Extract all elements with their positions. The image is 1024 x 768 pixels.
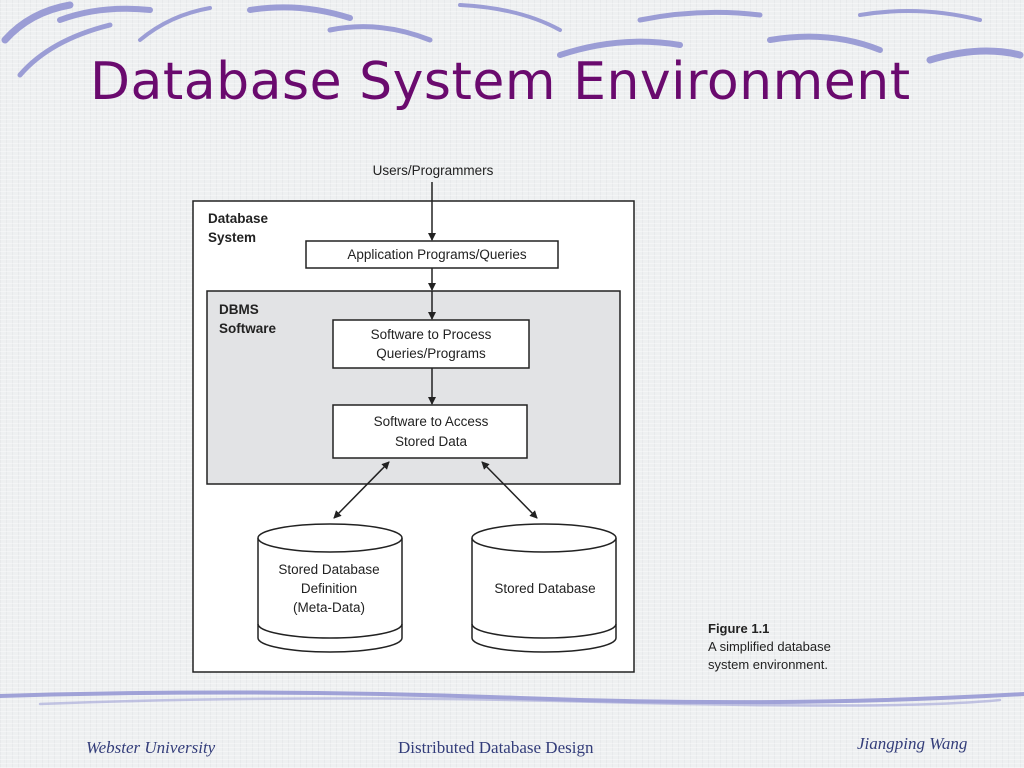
slide-title: Database System Environment (90, 52, 911, 112)
dbms-label-1: DBMS (219, 302, 259, 317)
definition-db-label-1: Stored Database (278, 562, 379, 577)
svg-text:Software to Access: Software to Access (374, 414, 489, 429)
footer-swoosh-decoration (0, 690, 1024, 707)
stored-database-label: Stored Database (494, 581, 595, 596)
svg-text:Application Programs/Queries: Application Programs/Queries (347, 247, 527, 262)
svg-text:System: System (208, 230, 256, 245)
svg-text:Software: Software (219, 321, 277, 336)
svg-text:DBMS: DBMS (219, 302, 259, 317)
dbms-label-2: Software (219, 321, 277, 336)
figure-number: Figure 1.1 (708, 621, 770, 636)
process-queries-label-2: Queries/Programs (376, 346, 486, 361)
definition-database-cylinder (257, 523, 403, 653)
svg-text:Queries/Programs: Queries/Programs (376, 346, 486, 361)
caption-line-1: A simplified database (708, 639, 831, 654)
access-stored-data-label-1: Software to Access (374, 414, 489, 429)
caption-line-2: system environment. (708, 657, 828, 672)
footer-author: Jiangping Wang (857, 734, 968, 753)
process-queries-label-1: Software to Process (371, 327, 492, 342)
access-to-database-arrow (481, 461, 538, 519)
application-programs-label: Application Programs/Queries (347, 247, 527, 262)
svg-text:Definition: Definition (301, 581, 357, 596)
footer-course-title: Distributed Database Design (398, 738, 594, 757)
svg-text:Database: Database (208, 211, 269, 226)
svg-text:Stored Data: Stored Data (395, 434, 468, 449)
access-stored-data-box (332, 404, 528, 459)
svg-text:Software to Process: Software to Process (371, 327, 492, 342)
svg-text:(Meta-Data): (Meta-Data) (293, 600, 365, 615)
definition-db-label-2: Definition (301, 581, 357, 596)
database-system-label-2: System (208, 230, 256, 245)
access-to-definition-arrow (333, 461, 390, 519)
stored-database-cylinder (471, 523, 617, 653)
figure-caption: Figure 1.1 A simplified database system … (708, 620, 831, 674)
users-programmers-label: Users/Programmers (373, 163, 494, 178)
svg-text:Users/Programmers: Users/Programmers (373, 163, 494, 178)
database-system-label-1: Database (208, 211, 269, 226)
svg-text:Stored Database: Stored Database (494, 581, 595, 596)
footer-university: Webster University (86, 738, 216, 757)
access-stored-data-label-2: Stored Data (395, 434, 468, 449)
process-queries-box (332, 319, 530, 369)
definition-db-label-3: (Meta-Data) (293, 600, 365, 615)
svg-text:Stored Database: Stored Database (278, 562, 379, 577)
header-swoosh-decoration (1, 1, 1024, 78)
